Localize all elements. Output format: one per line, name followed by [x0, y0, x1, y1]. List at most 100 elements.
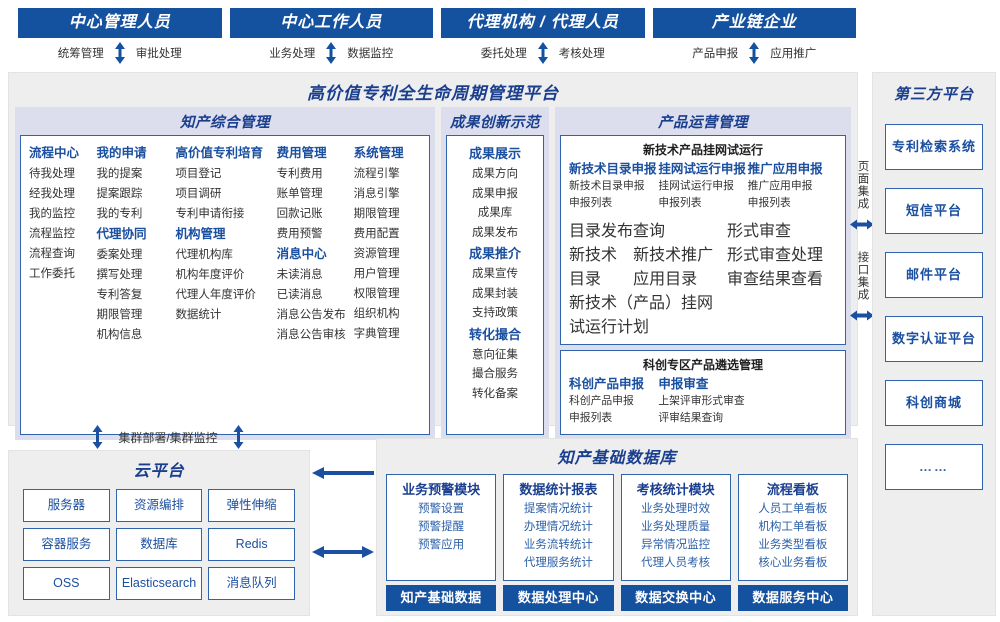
- database-card-item[interactable]: 核心业务看板: [758, 557, 828, 569]
- database-footer-service-center[interactable]: 数据服务中心: [737, 585, 848, 611]
- cloud-cell-oss[interactable]: OSS: [23, 567, 110, 600]
- menu-item[interactable]: 代理机构库: [175, 249, 233, 261]
- cloud-cell-autoscaling[interactable]: 弹性伸缩: [208, 489, 295, 522]
- menu-item[interactable]: 上架评审形式审查: [658, 395, 745, 407]
- menu-item[interactable]: 评审结果查询: [658, 412, 724, 424]
- menu-item[interactable]: 申报列表: [569, 412, 613, 424]
- menu-item[interactable]: 机构信息: [96, 329, 143, 341]
- menu-item[interactable]: 用户管理: [353, 268, 400, 280]
- cloud-cell-container[interactable]: 容器服务: [23, 528, 110, 561]
- menu-item[interactable]: 代理人年度评价: [175, 289, 256, 301]
- third-party-item-sms[interactable]: 短信平台: [885, 188, 983, 234]
- menu-item[interactable]: 申报列表: [569, 197, 613, 209]
- actor-title-agency[interactable]: 代理机构 / 代理人员: [441, 8, 645, 38]
- cloud-cell-redis[interactable]: Redis: [208, 528, 295, 561]
- menu-item[interactable]: 项目登记: [175, 168, 222, 180]
- menu-item[interactable]: 成果宣传: [472, 268, 518, 280]
- menu-item[interactable]: 流程监控: [29, 228, 75, 240]
- menu-group-header[interactable]: 成果推介: [468, 246, 521, 261]
- menu-item[interactable]: 组织机构: [353, 308, 400, 320]
- database-card-item[interactable]: 代理服务统计: [523, 557, 593, 569]
- database-card-item[interactable]: 办理情况统计: [523, 521, 593, 533]
- database-card-item[interactable]: 机构工单看板: [758, 521, 828, 533]
- third-party-item-more[interactable]: ……: [885, 444, 983, 490]
- menu-group-header[interactable]: 我的申请: [96, 146, 147, 160]
- menu-item[interactable]: 数据统计: [175, 309, 222, 321]
- menu-item[interactable]: 形式审查处理: [727, 247, 824, 264]
- database-card-header[interactable]: 考核统计模块: [636, 482, 715, 497]
- menu-group-header[interactable]: 转化撮合: [468, 326, 521, 342]
- database-card-item[interactable]: 人员工单看板: [758, 503, 828, 515]
- menu-group-header[interactable]: 高价值专利培育: [175, 146, 263, 160]
- database-footer-processing-center[interactable]: 数据处理中心: [503, 585, 614, 611]
- database-card-header[interactable]: 业务预警模块: [402, 482, 481, 497]
- menu-item[interactable]: 我的监控: [29, 208, 75, 220]
- database-card-item[interactable]: 预警提醒: [418, 521, 465, 533]
- menu-group-header[interactable]: 形式审查: [727, 223, 792, 240]
- menu-item[interactable]: 推广应用申报: [747, 180, 813, 192]
- menu-item[interactable]: 未读消息: [276, 269, 323, 281]
- database-card-item[interactable]: 业务处理质量: [641, 521, 711, 533]
- menu-item[interactable]: 意向征集: [472, 348, 518, 361]
- cloud-cell-mq[interactable]: 消息队列: [208, 567, 295, 600]
- menu-item[interactable]: 已读消息: [276, 289, 323, 301]
- menu-group-header[interactable]: 科创产品申报: [569, 377, 645, 391]
- menu-item[interactable]: 成果方向: [472, 168, 518, 180]
- menu-item[interactable]: 字典管理: [353, 328, 400, 340]
- third-party-item-email[interactable]: 邮件平台: [885, 252, 983, 298]
- cloud-cell-database[interactable]: 数据库: [115, 528, 203, 561]
- database-card-item[interactable]: 预警设置: [418, 503, 465, 515]
- menu-group-header[interactable]: 目录发布查询: [569, 223, 666, 240]
- menu-group-header[interactable]: 推广应用申报: [747, 162, 823, 176]
- menu-item[interactable]: 期限管理: [353, 208, 400, 220]
- menu-item[interactable]: 流程引擎: [353, 168, 400, 180]
- menu-item[interactable]: 机构年度评价: [175, 269, 245, 281]
- menu-item[interactable]: 待我处理: [29, 168, 75, 180]
- menu-item[interactable]: 新技术目录: [569, 247, 618, 288]
- database-card-header[interactable]: 数据统计报表: [519, 482, 598, 497]
- menu-item[interactable]: 撮合服务: [472, 368, 518, 380]
- menu-item[interactable]: 期限管理: [96, 309, 143, 321]
- menu-item[interactable]: 费用配置: [353, 228, 400, 240]
- menu-item[interactable]: 回款记账: [276, 208, 323, 220]
- menu-group-header[interactable]: 系统管理: [353, 146, 404, 160]
- menu-item[interactable]: 成果库: [477, 207, 513, 219]
- cloud-cell-server[interactable]: 服务器: [23, 489, 110, 522]
- actor-title-center-staff[interactable]: 中心工作人员: [229, 8, 433, 38]
- menu-group-header[interactable]: 消息中心: [276, 247, 327, 261]
- actor-title-enterprise[interactable]: 产业链企业: [652, 8, 856, 38]
- menu-item[interactable]: 提案跟踪: [96, 188, 143, 200]
- database-card-item[interactable]: 业务类型看板: [758, 539, 828, 551]
- menu-item[interactable]: 专利申请衔接: [175, 208, 245, 220]
- menu-item[interactable]: 经我处理: [29, 188, 75, 200]
- menu-item[interactable]: 成果发布: [472, 226, 518, 239]
- menu-item[interactable]: 流程查询: [29, 248, 75, 260]
- third-party-item-mall[interactable]: 科创商城: [885, 380, 983, 426]
- third-party-item-patent-search[interactable]: 专利检索系统: [885, 124, 983, 170]
- cloud-cell-orchestration[interactable]: 资源编排: [115, 489, 203, 522]
- menu-item[interactable]: 支持政策: [472, 307, 518, 319]
- menu-item[interactable]: 专利费用: [276, 168, 323, 180]
- menu-item[interactable]: 工作委托: [29, 268, 75, 280]
- menu-item[interactable]: 委案处理: [96, 249, 143, 261]
- menu-item[interactable]: 我的提案: [96, 168, 143, 180]
- menu-item[interactable]: 申报列表: [747, 197, 791, 209]
- menu-item[interactable]: 新技术目录申报: [569, 180, 645, 192]
- database-card-header[interactable]: 流程看板: [766, 482, 819, 497]
- menu-group-header[interactable]: 申报审查: [658, 377, 709, 391]
- database-card-item[interactable]: 异常情况监控: [641, 539, 711, 551]
- database-card-item[interactable]: 业务流转统计: [523, 539, 593, 551]
- menu-item[interactable]: 申报列表: [658, 197, 702, 209]
- menu-group-header[interactable]: 成果展示: [468, 146, 521, 161]
- menu-item[interactable]: 成果封装: [472, 287, 518, 300]
- menu-item[interactable]: 项目调研: [175, 188, 222, 200]
- menu-group-header[interactable]: 流程中心: [29, 146, 80, 160]
- actor-title-center-admin[interactable]: 中心管理人员: [18, 8, 222, 38]
- menu-item[interactable]: 资源管理: [353, 248, 400, 260]
- menu-group-header[interactable]: 新技术目录申报: [569, 162, 657, 176]
- menu-item[interactable]: 挂网试运行申报: [658, 180, 734, 192]
- menu-item[interactable]: 审查结果查看: [727, 271, 824, 288]
- menu-item[interactable]: 权限管理: [353, 288, 400, 300]
- cloud-cell-elasticsearch[interactable]: Elasticsearch: [115, 567, 203, 600]
- third-party-item-digital-cert[interactable]: 数字认证平台: [885, 316, 983, 362]
